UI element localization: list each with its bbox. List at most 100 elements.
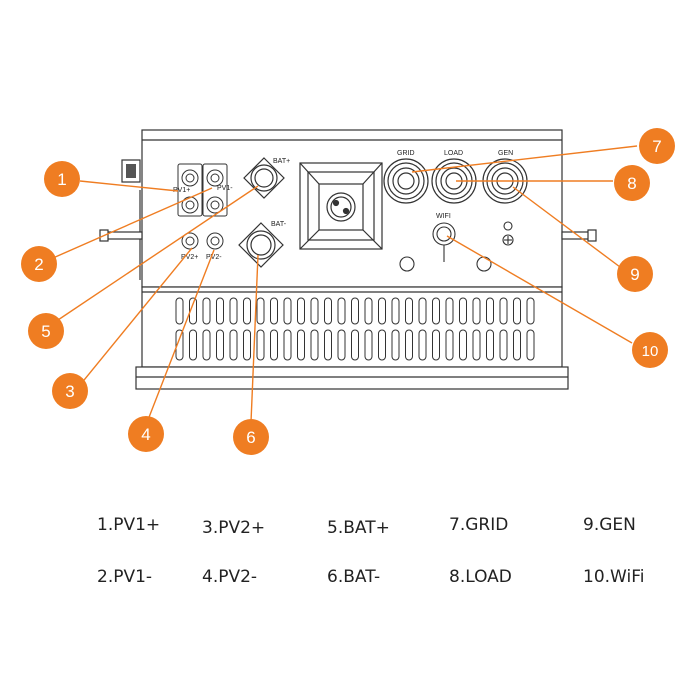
vent-slot xyxy=(364,297,373,325)
label-grid: GRID xyxy=(397,150,415,157)
pv1-minus-lower-connector xyxy=(206,196,224,214)
callout-number-8: 8 xyxy=(627,174,636,193)
legend-item-bat-plus: 5.BAT+ xyxy=(327,518,390,538)
vent-slot xyxy=(337,329,346,361)
leader-6 xyxy=(250,254,259,423)
vent-slot xyxy=(472,329,481,361)
pv1-plus-connector xyxy=(181,169,199,187)
legend-item-pv1-plus: 1.PV1+ xyxy=(97,515,161,535)
callout-3: 3 xyxy=(52,373,88,409)
label-load: LOAD xyxy=(444,150,463,157)
legend-item-pv2-plus: 3.PV2+ xyxy=(202,518,266,538)
vent-slot xyxy=(270,329,278,361)
vent-slot xyxy=(202,297,211,325)
vent-slot xyxy=(310,329,319,361)
leader-4 xyxy=(145,249,215,426)
label-pv2-minus: PV2- xyxy=(206,254,222,261)
callout-number-9: 9 xyxy=(630,265,639,284)
label-pv1-minus: PV1- xyxy=(217,185,233,192)
vent-slot xyxy=(283,329,292,361)
vent-slot xyxy=(445,329,454,361)
label-pv2-plus: PV2+ xyxy=(181,254,198,261)
vent-slot xyxy=(513,329,521,361)
vent-slot xyxy=(499,297,508,325)
vent-slot xyxy=(243,329,251,361)
legend-item-pv2-minus: 4.PV2- xyxy=(202,567,258,587)
bottom-base xyxy=(135,366,569,390)
vent-slot xyxy=(283,297,292,325)
vent-slot xyxy=(526,329,535,361)
callout-4: 4 xyxy=(128,416,164,452)
callout-number-2: 2 xyxy=(34,255,43,274)
vent-slot xyxy=(378,297,386,325)
vent-slot xyxy=(459,297,467,325)
vent-slot xyxy=(175,329,184,361)
vent-slot xyxy=(391,297,400,325)
callout-number-3: 3 xyxy=(65,382,74,401)
battery-terminals xyxy=(238,157,285,268)
callout-10: 10 xyxy=(632,332,668,368)
vent-slot xyxy=(324,297,332,325)
vent-slot xyxy=(418,329,427,361)
leader-lines xyxy=(52,145,638,426)
vent-slot xyxy=(256,297,265,325)
callout-number-7: 7 xyxy=(652,137,661,156)
grid-gland xyxy=(383,158,429,204)
vent-slot xyxy=(445,297,454,325)
vent-slot xyxy=(405,329,413,361)
leader-5 xyxy=(54,185,259,323)
legend-item-pv1-minus: 2.PV1- xyxy=(97,567,153,587)
vent-slots xyxy=(175,297,535,361)
vent-slot xyxy=(189,297,197,325)
vent-slot xyxy=(513,297,521,325)
callout-7: 7 xyxy=(639,128,675,164)
legend-item-gen: 9.GEN xyxy=(583,515,636,535)
bat-minus-terminal xyxy=(238,222,284,268)
vent-slot xyxy=(432,329,440,361)
vent-slot xyxy=(189,329,197,361)
vent-slot xyxy=(351,297,359,325)
leader-10 xyxy=(446,235,633,344)
callout-number-5: 5 xyxy=(41,322,50,341)
wifi-port xyxy=(432,222,456,262)
vent-slot xyxy=(297,329,305,361)
leader-9 xyxy=(512,186,621,268)
ground-screw xyxy=(502,221,514,246)
leader-7 xyxy=(411,145,638,173)
vent-slot xyxy=(243,297,251,325)
vent-slot xyxy=(337,297,346,325)
right-side-pin xyxy=(561,231,591,240)
legend-item-bat-minus: 6.BAT- xyxy=(327,567,381,587)
vent-slot xyxy=(486,297,494,325)
legend-item-wifi: 10.WiFi xyxy=(583,567,645,587)
callout-number-6: 6 xyxy=(246,428,255,447)
comm-port xyxy=(299,162,383,250)
leader-2 xyxy=(52,187,213,259)
callout-number-1: 1 xyxy=(57,170,66,189)
vent-slot xyxy=(256,329,265,361)
vent-slot xyxy=(270,297,278,325)
vent-slot xyxy=(229,297,238,325)
legend-item-load: 8.LOAD xyxy=(449,567,512,587)
vent-slot xyxy=(432,297,440,325)
vent-slot xyxy=(499,329,508,361)
vent-slot xyxy=(175,297,184,325)
vent-slot xyxy=(472,297,481,325)
vent-slot xyxy=(216,297,224,325)
label-bat-plus: BAT+ xyxy=(273,158,290,165)
callout-6: 6 xyxy=(233,419,269,455)
vent-slot xyxy=(418,297,427,325)
callout-5: 5 xyxy=(28,313,64,349)
vent-slot xyxy=(229,329,238,361)
vent-slot xyxy=(324,329,332,361)
label-wifi: WIFI xyxy=(436,213,451,220)
vent-slot xyxy=(405,297,413,325)
vent-slot xyxy=(297,297,305,325)
drain-plug-left xyxy=(399,256,415,272)
label-gen: GEN xyxy=(498,150,513,157)
vent-slot xyxy=(459,329,467,361)
pv-connector-block xyxy=(177,163,228,250)
legend-item-grid: 7.GRID xyxy=(449,515,509,535)
pv2-minus-connector xyxy=(206,232,224,250)
